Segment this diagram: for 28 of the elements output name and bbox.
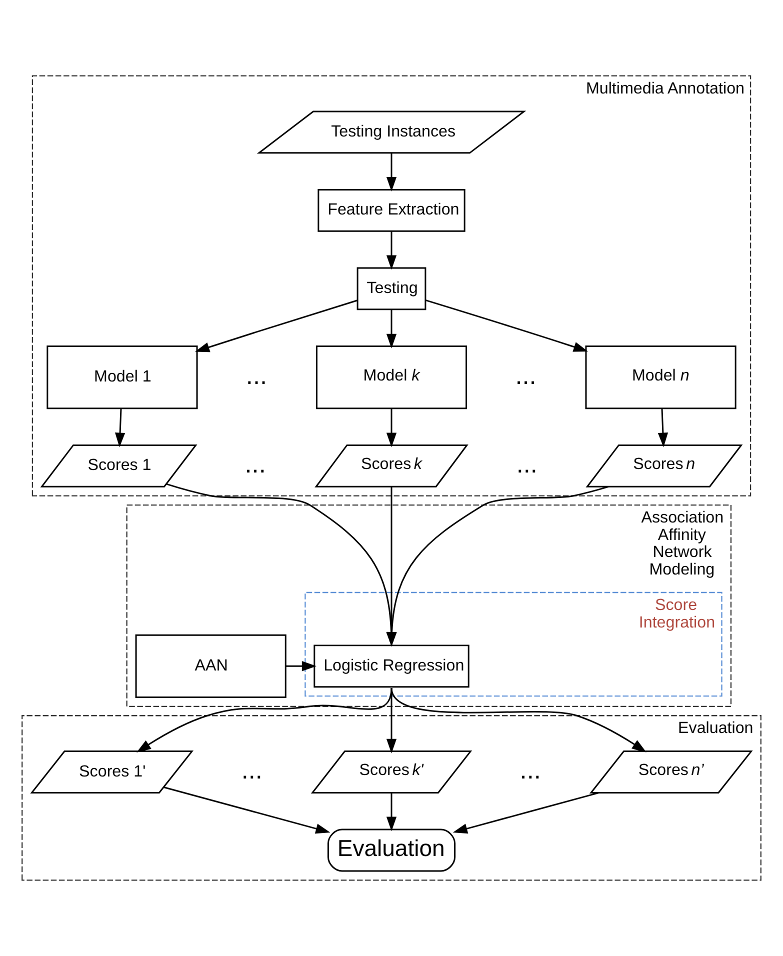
arrow xyxy=(425,300,588,352)
arrow xyxy=(386,309,397,348)
arrow xyxy=(286,661,316,672)
arrow xyxy=(114,408,126,448)
arrow xyxy=(386,793,397,832)
label: ... xyxy=(516,450,538,478)
label: ... xyxy=(246,362,268,390)
label: ... xyxy=(520,756,541,784)
node-box: AAN xyxy=(135,634,286,698)
label: ... xyxy=(515,362,536,390)
arrow xyxy=(452,792,599,834)
arrow xyxy=(658,408,668,448)
arrow xyxy=(386,232,397,270)
arrow xyxy=(136,688,392,753)
arrow xyxy=(164,786,330,834)
node-box: Logistic Regression xyxy=(314,644,470,688)
node-box: Testing xyxy=(356,267,426,310)
arrow xyxy=(386,153,397,192)
node-box: Evaluation xyxy=(327,828,456,872)
label: ... xyxy=(244,450,266,478)
arrow xyxy=(390,688,646,752)
arrow xyxy=(386,408,397,448)
node-box: Model n xyxy=(585,346,736,410)
label: ... xyxy=(241,756,262,784)
node-box: Model 1 xyxy=(46,346,198,410)
node-box: Feature Extraction xyxy=(318,188,466,232)
node-box: Model k xyxy=(316,346,468,410)
arrow xyxy=(194,300,358,352)
